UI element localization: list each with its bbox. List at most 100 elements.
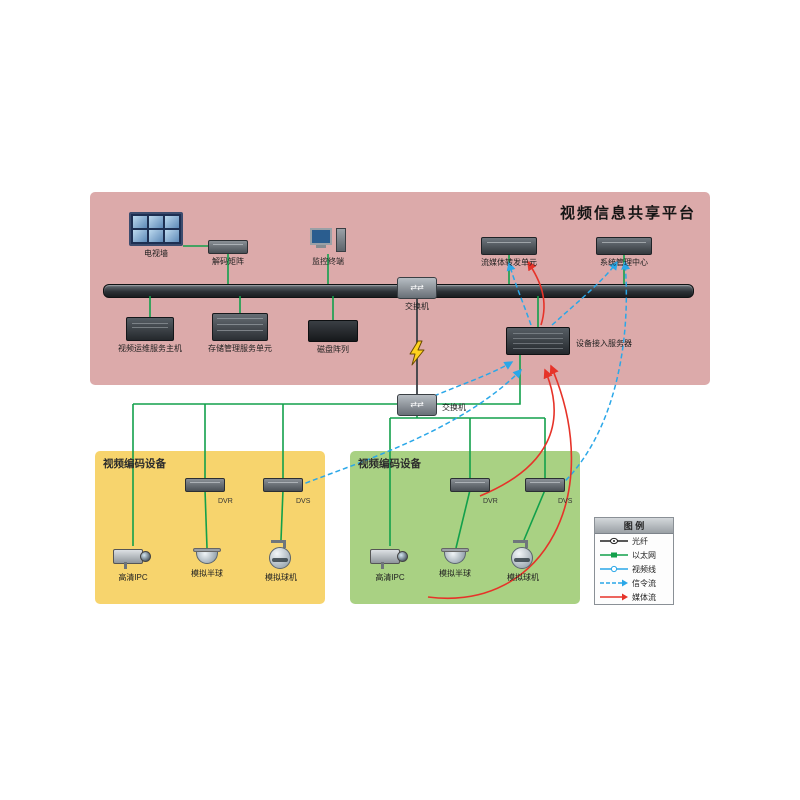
dvs-left-label: DVS — [296, 498, 311, 505]
switch-glyph: ⇄⇄ — [410, 400, 424, 409]
legend: 图 例 光纤 以太网 视频线 — [594, 517, 674, 605]
switch-mid-node: ⇄⇄ — [397, 394, 437, 416]
screen-cell — [149, 230, 163, 242]
camera-lens — [140, 551, 151, 562]
ptz-left-node: 模拟球机 — [265, 540, 297, 583]
computer-tower — [336, 228, 346, 252]
dvs-right-label: DVS — [558, 498, 573, 505]
lightning-icon — [409, 340, 425, 366]
workstation-icon — [310, 226, 346, 254]
dome-camera-icon — [441, 548, 469, 566]
legend-row-fiber: 光纤 — [595, 534, 673, 548]
ethernet-line-icon — [600, 552, 628, 558]
mgmt-center-node: 系统管理中心 — [596, 237, 652, 268]
dome-cap — [444, 552, 466, 564]
screen-cell — [165, 216, 179, 228]
screen-cell — [133, 216, 147, 228]
dvr-left-label: DVR — [218, 498, 233, 505]
legend-label: 以太网 — [632, 550, 656, 560]
monitor-screen — [310, 228, 332, 245]
signal-flow-curve — [551, 260, 618, 326]
encoder-left-title: 视频编码设备 — [103, 458, 166, 470]
switch-icon: ⇄⇄ — [397, 277, 437, 299]
dome-camera-icon — [193, 548, 221, 566]
media-flow-icon — [600, 593, 628, 601]
decoder-node: 解码矩阵 — [208, 240, 248, 267]
legend-label: 视频线 — [632, 564, 656, 574]
screen-cell — [149, 216, 163, 228]
disk-array-icon — [308, 320, 358, 342]
stream-unit-node: 流媒体转发单元 — [481, 237, 537, 268]
dome-left-node: 模拟半球 — [191, 548, 223, 579]
dvs-icon — [263, 478, 303, 492]
tv-wall-node: 电视墙 — [129, 212, 183, 259]
dvr-right-label: DVR — [483, 498, 498, 505]
access-server-icon — [506, 327, 570, 355]
ipc-right-label: 高清IPC — [375, 573, 405, 582]
dome-plate — [193, 548, 221, 552]
box-camera-icon — [370, 546, 410, 570]
screen-cell — [133, 230, 147, 242]
ptz-camera-icon — [510, 540, 536, 570]
media-flow-curve — [427, 364, 573, 600]
storage-unit-node: 存储管理服务单元 — [208, 313, 272, 354]
media-flow-curve — [527, 260, 545, 326]
switch-glyph: ⇄⇄ — [410, 283, 424, 292]
tv-wall-icon — [129, 212, 183, 246]
disk-array-node: 磁盘阵列 — [308, 320, 358, 355]
ptz-right-label: 模拟球机 — [507, 573, 539, 582]
fiber-line-icon — [600, 537, 628, 545]
dome-left-label: 模拟半球 — [191, 569, 223, 578]
dvs-left-node — [263, 478, 303, 492]
dvr-right-node — [450, 478, 490, 492]
stream-unit-icon — [481, 237, 537, 255]
ptz-arm — [525, 540, 528, 548]
legend-row-ethernet: 以太网 — [595, 548, 673, 562]
ipc-right-node: 高清IPC — [370, 546, 410, 583]
dome-cap — [196, 552, 218, 564]
ops-host-label: 视频运维服务主机 — [118, 344, 182, 353]
camera-mount — [124, 562, 127, 569]
legend-row-video: 视频线 — [595, 562, 673, 576]
ptz-arm — [271, 540, 286, 543]
signal-flow-icon — [600, 579, 628, 587]
monitor-terminal-label: 监控终端 — [312, 257, 344, 266]
mgmt-center-icon — [596, 237, 652, 255]
tv-wall-label: 电视墙 — [144, 249, 168, 258]
access-server-node — [506, 327, 570, 355]
switch-top-label: 交换机 — [405, 302, 429, 311]
video-line-icon — [600, 565, 628, 573]
signal-flow-curve — [506, 261, 532, 326]
legend-row-signal: 信令流 — [595, 576, 673, 590]
storage-unit-label: 存储管理服务单元 — [208, 344, 272, 353]
legend-label: 媒体流 — [632, 592, 656, 602]
monitor-terminal-node: 监控终端 — [310, 226, 346, 267]
media-flow-curve — [479, 368, 555, 497]
camera-body — [370, 549, 400, 564]
ops-host-node: 视频运维服务主机 — [118, 317, 182, 354]
dome-plate — [441, 548, 469, 552]
ptz-arm — [513, 540, 528, 543]
ipc-left-node: 高清IPC — [113, 546, 153, 583]
video-line — [455, 489, 471, 549]
video-line — [280, 489, 284, 541]
screen-cell — [165, 230, 179, 242]
decoder-label: 解码矩阵 — [212, 257, 244, 266]
dvr-icon — [185, 478, 225, 492]
video-line — [204, 489, 208, 549]
video-line — [523, 489, 546, 541]
decoder-icon — [208, 240, 248, 254]
dome-right-node: 模拟半球 — [439, 548, 471, 579]
signal-flow-curve — [297, 368, 523, 487]
ptz-band — [514, 558, 530, 562]
ptz-band — [272, 558, 288, 562]
stream-unit-label: 流媒体转发单元 — [481, 258, 537, 267]
signal-flow-curve — [433, 361, 514, 397]
encoder-region-right — [350, 451, 580, 604]
legend-label: 光纤 — [632, 536, 648, 546]
access-server-label: 设备接入服务器 — [576, 339, 632, 348]
camera-body — [113, 549, 143, 564]
dvs-icon — [525, 478, 565, 492]
dvs-right-node — [525, 478, 565, 492]
